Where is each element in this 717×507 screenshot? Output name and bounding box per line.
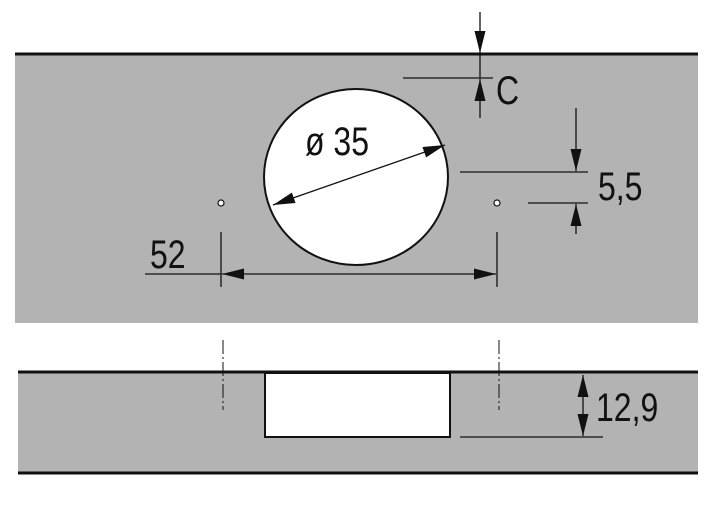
dimension-cup-depth (460, 375, 603, 438)
cup-depth-label: 12,9 (596, 385, 658, 430)
cup-hole (263, 88, 449, 266)
diameter-label: ø 35 (305, 119, 369, 164)
screw-hole-right (493, 199, 501, 207)
hole-spacing-label: 52 (150, 232, 186, 277)
screw-hole-left (217, 199, 225, 207)
dimension-hole-spacing (145, 232, 498, 287)
dimension-c (403, 12, 493, 118)
clearance-label: C (496, 68, 519, 113)
centerlines (222, 340, 500, 410)
offset-label: 5,5 (598, 164, 642, 209)
cup-cutout-section (264, 372, 451, 438)
dimension-offset (460, 108, 588, 234)
diameter-dimension-line (272, 144, 446, 206)
